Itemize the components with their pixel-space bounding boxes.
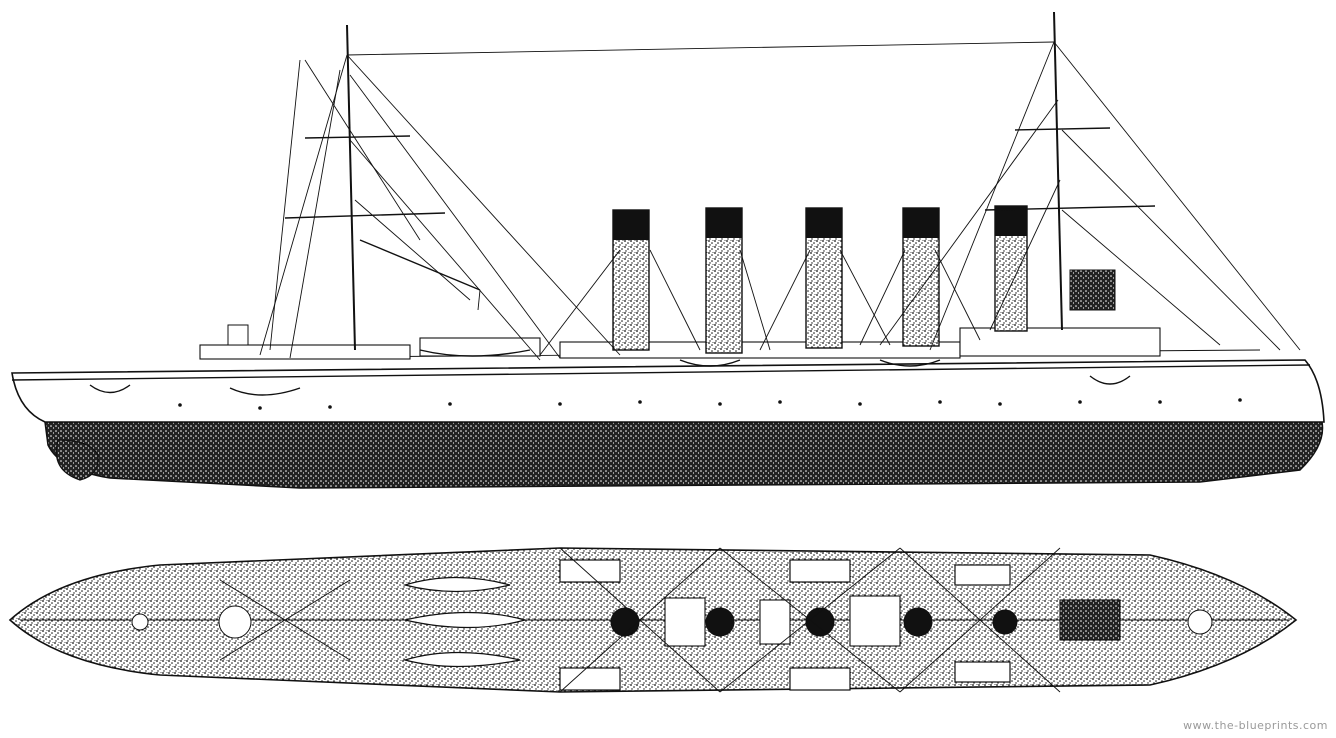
upper-hull [11,359,1325,423]
funnel-tops [610,607,1018,637]
watermark: www.the-blueprints.com [1183,719,1328,732]
rudder [55,439,99,481]
aft-mast [346,24,356,351]
rigging [259,41,1301,361]
side-elevation [11,11,1325,489]
lower-hull [44,421,1324,489]
funnels [612,205,1028,354]
portholes [178,398,1242,410]
top-plan [8,547,1298,693]
deck-boats [402,559,1011,691]
masts [284,11,1156,351]
fore-mast [1053,11,1063,331]
